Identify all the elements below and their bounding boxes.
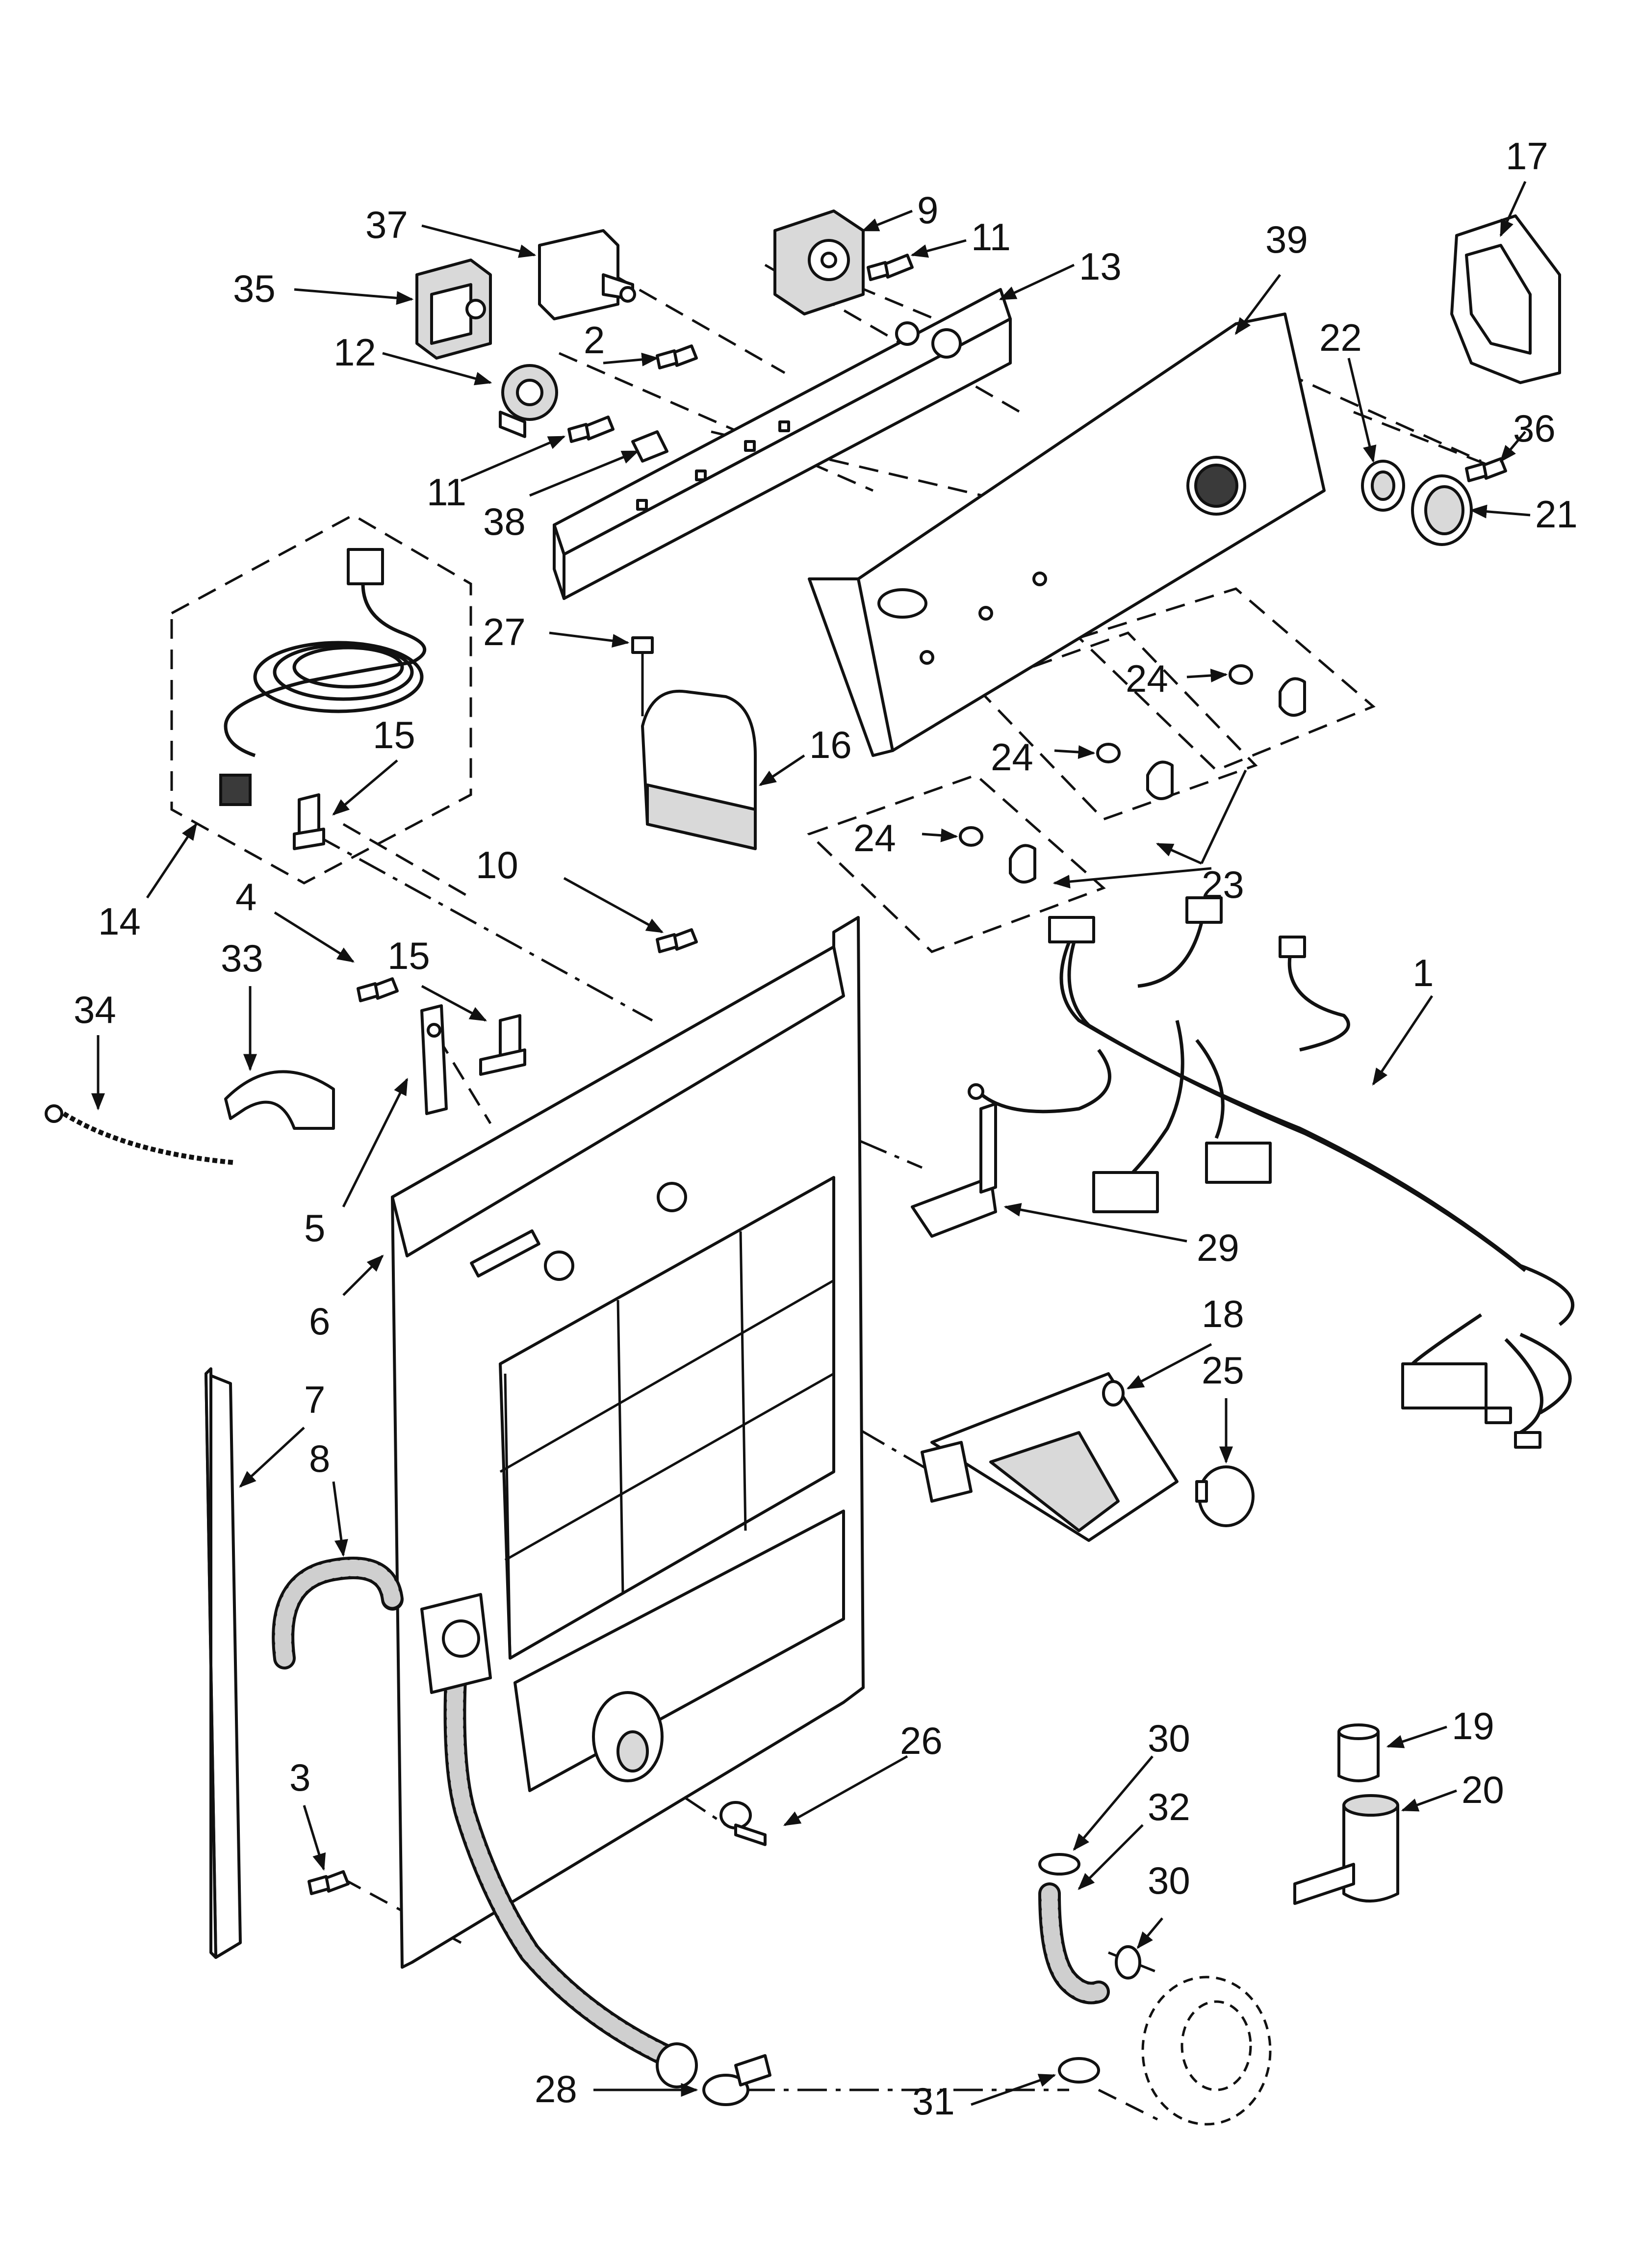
callout-7: 7 [304,1378,325,1421]
part-5-bracket [420,1004,448,1115]
part-24-knob-c [959,826,1036,884]
callout-5: 5 [304,1206,325,1250]
callout-30-lower: 30 [1148,1859,1190,1902]
part-30-clamp-upper [1038,1853,1080,1876]
part-11-screw-lower [567,416,615,443]
part-22-knob-base [1361,460,1405,512]
callout-3: 3 [289,1756,310,1799]
callout-15-upper: 15 [373,713,415,756]
part-13-console-bracket [553,288,1012,600]
callout-8: 8 [309,1437,330,1480]
part-15-clip-upper [293,793,325,850]
callout-30-upper: 30 [1148,1717,1190,1760]
callout-39: 39 [1265,218,1308,261]
part-21-knob [1411,474,1473,546]
callout-9: 9 [917,188,938,232]
assembly-guide-lines [170,263,1491,2121]
callout-31: 31 [912,2080,955,2123]
part-10-screw [656,928,698,953]
part-15-clip-lower [479,1014,526,1076]
part-39-console [808,313,1326,757]
part-34-strap [45,1104,236,1165]
part-35-rotary-switch [415,259,492,360]
part-11-screw-upper [867,254,914,281]
callout-24-b: 24 [991,735,1033,779]
callout-23: 23 [1202,863,1244,906]
part-24-knob-a [1229,664,1306,717]
part-37-switch [538,229,636,320]
callout-35: 35 [233,267,276,310]
callout-11-upper: 11 [971,215,1011,259]
part-32-drain-hose [1038,1882,1110,2005]
callout-32: 32 [1148,1785,1190,1828]
part-17-end-cap [1450,214,1561,384]
part-19-capacitor [1337,1723,1380,1782]
callout-26: 26 [900,1719,943,1762]
callout-16: 16 [809,723,852,766]
part-12-pressure-switch [499,364,558,438]
callout-13: 13 [1079,245,1122,288]
part-9-timer [773,209,865,315]
callout-labels: 37 35 9 11 13 39 17 2 12 22 36 11 38 21 … [74,134,1578,2123]
callout-36: 36 [1513,407,1556,450]
part-7-trim [205,1367,242,1959]
callout-24-c: 24 [853,816,896,860]
part-29-bracket [911,1102,997,1238]
part-27-screw [631,636,654,716]
callout-1: 1 [1412,951,1434,994]
callout-27: 27 [483,610,526,653]
pump-outline-dashed [1141,1976,1272,2126]
callout-14: 14 [98,900,141,943]
callout-33: 33 [221,937,263,980]
callout-21: 21 [1535,493,1578,536]
callout-15-lower: 15 [387,934,430,977]
callout-leaders [91,181,1531,2106]
callout-20: 20 [1462,1768,1504,1811]
callout-19: 19 [1452,1704,1494,1747]
callout-34: 34 [74,988,116,1031]
callout-4: 4 [235,875,257,918]
callout-18: 18 [1202,1292,1244,1335]
callout-12: 12 [334,331,376,374]
part-33-grommet [224,1070,335,1130]
callout-17: 17 [1506,134,1548,178]
part-36-screw [1465,457,1507,482]
part-3-screw [308,1870,350,1895]
callout-10: 10 [476,843,518,886]
callout-25: 25 [1202,1349,1244,1392]
part-18-dispenser [921,1372,1179,1542]
part-14-power-cord [219,548,427,806]
callout-22: 22 [1319,316,1362,359]
callout-2: 2 [584,318,605,362]
part-4-screw [357,977,399,1002]
part-8-hose [272,1557,698,2088]
part-24-knob-b [1096,743,1174,800]
callout-6: 6 [309,1300,330,1343]
callout-24-a: 24 [1126,657,1168,700]
part-38-clip [631,430,668,463]
callout-11-lower: 11 [427,470,466,514]
part-31-clamp [1058,2057,1100,2084]
callout-29: 29 [1197,1226,1239,1269]
part-30-clamp-lower [1115,1945,1141,1980]
part-2-screw [656,344,698,369]
callout-37: 37 [365,203,408,246]
part-26-plug [719,1801,767,1846]
callout-28: 28 [535,2067,577,2111]
part-16-cover [641,689,757,850]
callout-38: 38 [483,500,526,543]
part-6-rear-panel [391,916,865,1969]
part-25-plug [1195,1465,1255,1527]
part-28-clamp [702,2054,771,2106]
part-20-motor [1293,1794,1399,1905]
part-1-wire-harness [968,896,1575,1449]
